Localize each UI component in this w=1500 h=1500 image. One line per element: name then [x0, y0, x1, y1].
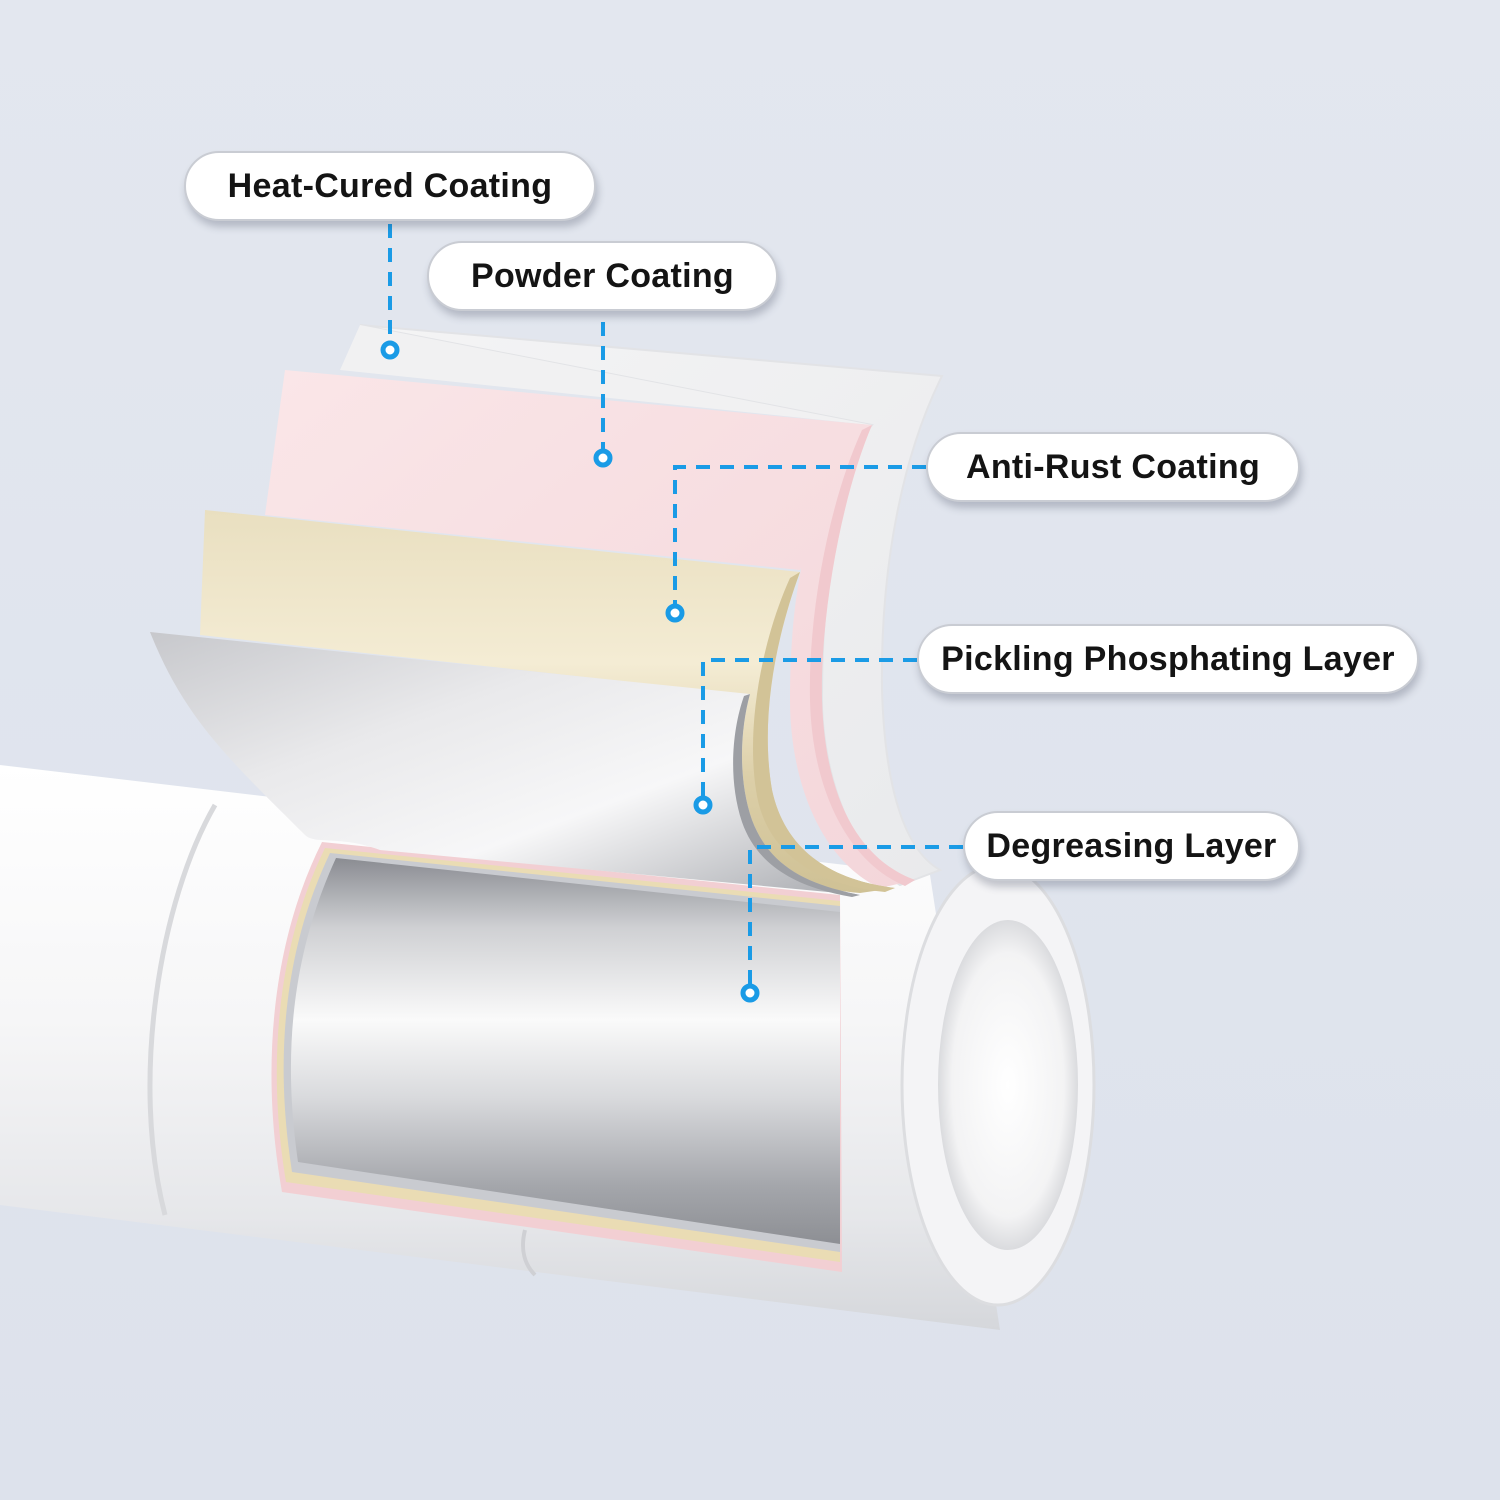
leader-dots [380, 340, 760, 1003]
sheet-powder [265, 370, 915, 888]
callout-powder-coating: Powder Coating [427, 241, 778, 311]
dot-heat-cured [380, 340, 400, 360]
pipe-seam-bottom [521, 1229, 537, 1277]
dot-powder [593, 448, 613, 468]
leader-lines [388, 224, 963, 985]
callout-heat-cured-coating: Heat-Cured Coating [184, 151, 596, 221]
exposed-steel [290, 858, 840, 1244]
leader-anti-rust [673, 465, 926, 605]
callout-pickling-phosphating-layer: Pickling Phosphating Layer [917, 624, 1419, 694]
dot-pickling [693, 795, 713, 815]
callout-degreasing-layer: Degreasing Layer [963, 811, 1300, 881]
dot-degreasing [740, 983, 760, 1003]
callout-anti-rust-coating: Anti-Rust Coating [926, 432, 1300, 502]
dot-anti-rust [665, 603, 685, 623]
pipe-seam-left [147, 803, 218, 1216]
sheet-degreasing [150, 632, 860, 895]
pipe-bore [938, 920, 1078, 1250]
sheet-anti-rust [200, 510, 895, 893]
